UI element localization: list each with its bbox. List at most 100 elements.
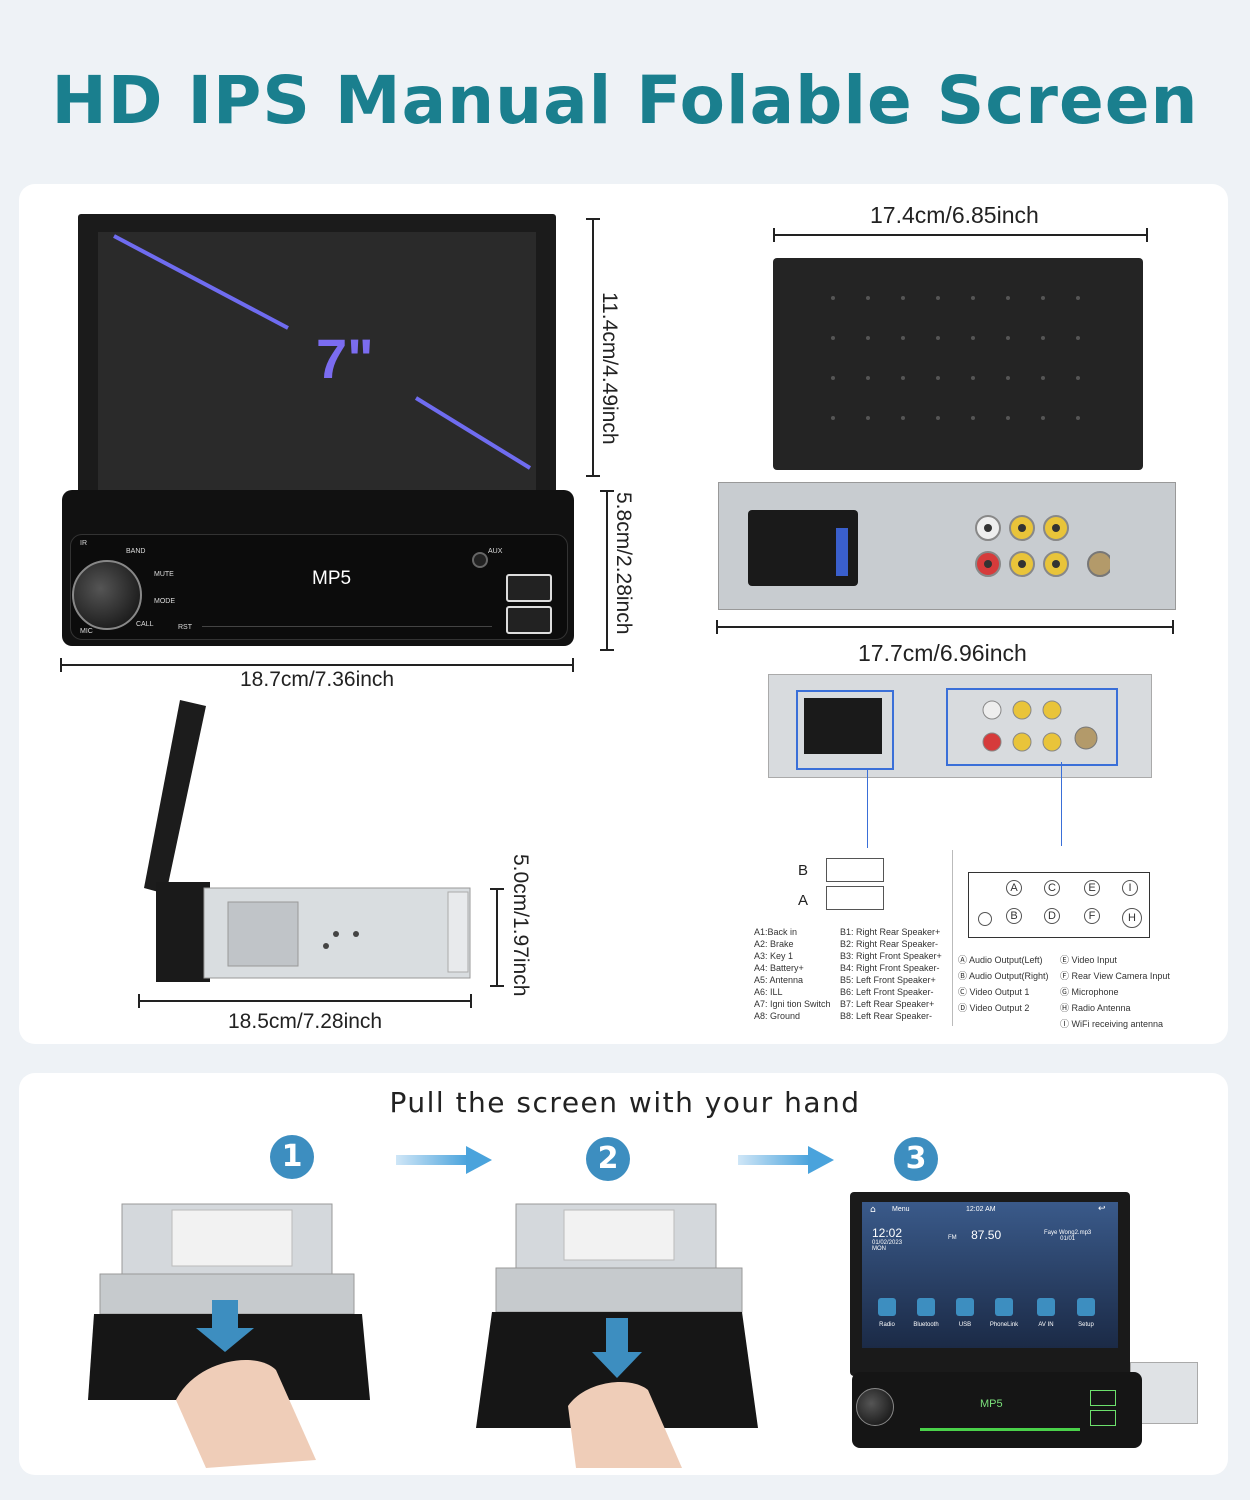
aux-label: AUX	[488, 548, 503, 555]
dim-tick	[600, 649, 614, 651]
dim-tick	[586, 475, 600, 477]
step-1-badge: 1	[270, 1135, 314, 1179]
legend-d: Ⓓ Video Output 2	[958, 1003, 1030, 1013]
av-port-box	[968, 872, 1150, 938]
legend-c: Ⓒ Video Output 1	[958, 987, 1030, 997]
dim-body-height: 5.8cm/2.28inch	[612, 492, 635, 635]
front-panel	[70, 534, 568, 640]
app-label: Bluetooth	[913, 1322, 939, 1328]
pin-a4: A4: Battery+	[754, 963, 804, 973]
dim-tick	[470, 994, 472, 1008]
pin-b2: B2: Right Rear Speaker-	[840, 939, 939, 949]
side-view-unit	[144, 700, 471, 982]
rst-button[interactable]: RST	[178, 624, 192, 631]
port-h-icon: H	[1122, 908, 1142, 928]
usb-port-2[interactable]	[506, 606, 552, 634]
app-label: Radio	[879, 1322, 895, 1328]
row-a-label: A	[798, 892, 809, 909]
rca-ports-rear	[975, 515, 1110, 577]
av-legend-left: Ⓐ Audio Output(Left) Ⓑ Audio Output(Righ…	[958, 952, 1049, 1016]
track-number: 01/01	[1060, 1236, 1076, 1242]
step-3-knob[interactable]	[856, 1388, 894, 1426]
status-clock: 12:02 AM	[966, 1206, 996, 1213]
app-av-in[interactable]: AV IN	[1028, 1298, 1064, 1328]
frequency: 87.50	[971, 1228, 1002, 1242]
legend-g: Ⓖ Microphone	[1060, 987, 1119, 997]
step-1-unit	[88, 1203, 370, 1468]
volume-knob[interactable]	[72, 560, 142, 630]
b-pin-list: B1: Right Rear Speaker+ B2: Right Rear S…	[840, 926, 942, 1022]
legend-i: Ⓘ WiFi receiving antenna	[1060, 1019, 1164, 1029]
call-button[interactable]: CALL	[136, 621, 154, 628]
arrow-right-icon	[738, 1146, 834, 1174]
dim-line-rear-bottom	[716, 626, 1174, 628]
preset-buttons[interactable]	[202, 626, 492, 637]
dim-line-screen-height	[592, 218, 594, 476]
fm-label: FM	[948, 1235, 957, 1241]
step-3-usb-2[interactable]	[1090, 1410, 1116, 1426]
app-usb[interactable]: USB	[948, 1298, 982, 1328]
port-a-icon: A	[1006, 880, 1022, 896]
menu-label[interactable]: Menu	[892, 1206, 910, 1213]
mute-button[interactable]: MUTE	[154, 571, 174, 578]
legend-a: Ⓐ Audio Output(Left)	[958, 955, 1043, 965]
pin-connector-b	[826, 858, 884, 882]
phonelink-icon	[995, 1298, 1013, 1316]
port-i-icon: I	[1122, 880, 1138, 896]
app-label: Setup	[1078, 1322, 1094, 1328]
setup-icon	[1077, 1298, 1095, 1316]
front-view-unit: 7" BAND MUTE MODE CALL MIC IR RST AUX MP…	[62, 214, 574, 654]
clock-widget: 12:02 01/02/2023 MON	[872, 1226, 902, 1252]
arrow-right-icon	[396, 1146, 492, 1174]
usb-port-1[interactable]	[506, 574, 552, 602]
step-3-screen: Menu ⌂ 12:02 AM ↩ 12:02 01/02/2023 MON F…	[862, 1202, 1118, 1348]
pin-connector-a	[826, 886, 884, 910]
pin-b3: B3: Right Front Speaker+	[840, 951, 942, 961]
row-b-label: B	[798, 862, 809, 879]
pin-b8: B8: Left Rear Speaker-	[840, 1011, 933, 1021]
step-3-usb-1[interactable]	[1090, 1390, 1116, 1406]
step-3-badge: 3	[894, 1137, 938, 1181]
pin-a6: A6: ILL	[754, 987, 783, 997]
app-radio[interactable]: Radio	[870, 1298, 904, 1328]
app-bluetooth[interactable]: Bluetooth	[906, 1298, 946, 1328]
music-widget[interactable]: Faye Wong2.mp3 01/01	[1044, 1230, 1091, 1242]
leader-line-iso	[867, 768, 868, 848]
dim-rear-bottom-width: 17.7cm/6.96inch	[858, 640, 1027, 666]
dim-tick	[716, 620, 718, 634]
pinout-divider	[952, 850, 953, 1026]
aux-jack[interactable]	[472, 552, 488, 568]
leader-line-av	[1061, 762, 1062, 846]
dim-screen-height: 11.4cm/4.49inch	[598, 292, 621, 445]
dim-tick	[1172, 620, 1174, 634]
pin-b6: B6: Left Front Speaker-	[840, 987, 934, 997]
dim-tick	[572, 658, 574, 672]
port-d-icon: D	[1044, 908, 1060, 924]
rca-ports-detail	[982, 700, 1098, 752]
home-icon[interactable]: ⌂	[870, 1205, 876, 1215]
clock-day: MON	[872, 1246, 886, 1252]
screen-diagonal	[113, 234, 532, 470]
pin-b4: B4: Right Front Speaker-	[840, 963, 940, 973]
av-highlight	[946, 688, 1118, 766]
dim-line-front-width	[60, 664, 574, 666]
pin-a7: A7: Igni tion Switch	[754, 999, 831, 1009]
port-b-icon: B	[1006, 908, 1022, 924]
dim-tick	[1146, 228, 1148, 242]
app-setup[interactable]: Setup	[1066, 1298, 1106, 1328]
back-icon[interactable]: ↩	[1098, 1204, 1106, 1214]
legend-e: Ⓔ Video Input	[1060, 955, 1117, 965]
dim-tick	[600, 490, 614, 492]
song-title: Faye Wong2.mp3	[1044, 1230, 1092, 1236]
dim-tick	[773, 228, 775, 242]
mode-button[interactable]: MODE	[154, 598, 175, 605]
band-button[interactable]: BAND	[126, 548, 146, 555]
port-f-icon: F	[1084, 908, 1100, 924]
clock-date: 01/02/2023	[872, 1240, 903, 1246]
dim-line-rear-top	[773, 234, 1147, 236]
app-label: PhoneLink	[989, 1322, 1019, 1328]
radio-widget[interactable]: FM 87.50	[948, 1226, 1001, 1244]
app-phonelink[interactable]: PhoneLink	[982, 1298, 1026, 1328]
head-unit-body: BAND MUTE MODE CALL MIC IR RST AUX MP5	[62, 490, 574, 646]
step-3-preset-row[interactable]	[920, 1428, 1080, 1431]
